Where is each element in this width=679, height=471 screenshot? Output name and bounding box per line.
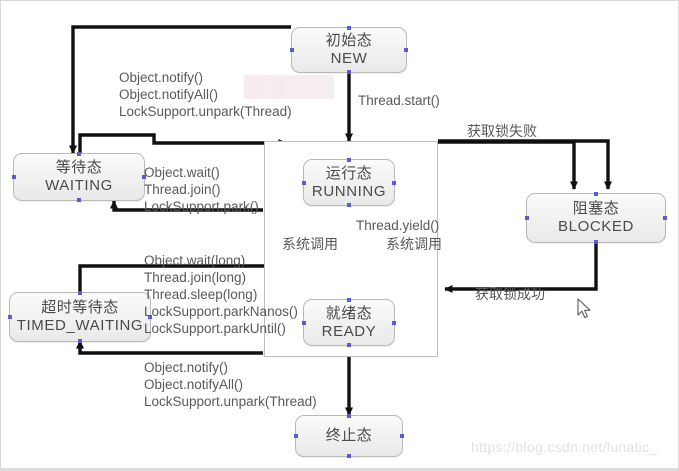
state-node-running[interactable]: 运行态 RUNNING: [302, 158, 396, 207]
state-node-ready[interactable]: 就绪态 READY: [302, 298, 396, 347]
label-wait-group: Object.wait() Thread.join() LockSupport.…: [144, 164, 259, 215]
handle-bottom[interactable]: [77, 198, 81, 202]
label-timed-wait-line-2: Thread.join(long): [144, 270, 247, 285]
state-node-running-cn: 运行态: [325, 164, 373, 182]
label-notify-line-3: LockSupport.unpark(Thread): [119, 104, 292, 119]
handle-bottom[interactable]: [347, 454, 351, 458]
handle-left[interactable]: [12, 175, 16, 179]
label-timed-wait-line-1: Object.wait(long): [144, 253, 246, 268]
label-notify-line-2: Object.notifyAll(): [119, 87, 219, 102]
label-notify-line-1: Object.notify(): [119, 70, 204, 85]
mouse-cursor: [577, 298, 591, 319]
label-notify-bottom-line-1: Object.notify(): [144, 360, 229, 375]
handle-top[interactable]: [347, 414, 351, 418]
state-node-timed-waiting[interactable]: 超时等待态 TIMED_WAITING: [8, 291, 152, 343]
handle-top[interactable]: [77, 152, 81, 156]
handle-bottom[interactable]: [594, 240, 598, 244]
label-thread-yield: Thread.yield(): [356, 218, 440, 233]
state-node-terminated[interactable]: 终止态: [294, 414, 404, 458]
arrow-lock-fail: [438, 140, 579, 190]
handle-top[interactable]: [594, 192, 598, 196]
label-lock-success: 获取锁成功: [475, 286, 545, 302]
label-wait-line-1: Object.wait(): [144, 165, 220, 180]
handle-right[interactable]: [404, 48, 408, 52]
arrow-notify-to-waiting-rail: [68, 25, 291, 154]
handle-left[interactable]: [290, 48, 294, 52]
state-node-blocked-cn: 阻塞态: [572, 200, 620, 218]
state-node-blocked-en: BLOCKED: [558, 218, 634, 235]
arrow-timed-waiting-to-running: [78, 261, 287, 301]
label-notify-bottom-line-3: LockSupport.unpark(Thread): [144, 394, 317, 409]
state-node-new-cn: 初始态: [325, 32, 373, 50]
handle-top[interactable]: [347, 26, 351, 30]
handle-right[interactable]: [400, 434, 404, 438]
arrow-running-to-blocked-right: [438, 139, 613, 190]
label-timed-wait-line-5: LockSupport.parkUntil(): [144, 321, 286, 336]
label-thread-start: Thread.start(): [358, 93, 440, 108]
state-node-waiting[interactable]: 等待态 WAITING: [12, 152, 146, 202]
handle-right[interactable]: [663, 216, 667, 220]
handle-right[interactable]: [142, 175, 146, 179]
watermark-text: https://blog.csdn.net/lunatic_: [471, 439, 658, 455]
arrow-running-to-timed-waiting: [75, 340, 263, 355]
handle-top[interactable]: [347, 298, 351, 302]
label-syscall-left: 系统调用: [282, 236, 338, 252]
state-node-timed-waiting-en: TIMED_WAITING: [16, 317, 144, 334]
label-notify-group-top: Object.notify() Object.notifyAll() LockS…: [119, 69, 292, 120]
handle-right[interactable]: [392, 180, 396, 185]
arrow-lock-success: [444, 243, 598, 294]
label-syscall-right: 系统调用: [386, 236, 442, 252]
handle-top[interactable]: [78, 291, 82, 295]
arrow-running-to-waiting: [109, 200, 263, 212]
state-node-new-en: NEW: [330, 50, 368, 67]
label-notify-group-bottom: Object.notify() Object.notifyAll() LockS…: [144, 359, 317, 410]
handle-bottom[interactable]: [347, 343, 351, 347]
state-node-new[interactable]: 初始态 NEW: [290, 26, 408, 74]
handle-left[interactable]: [302, 180, 306, 185]
handle-left[interactable]: [302, 320, 306, 325]
state-node-blocked[interactable]: 阻塞态 BLOCKED: [525, 192, 667, 244]
handle-left[interactable]: [294, 434, 298, 438]
handle-top[interactable]: [347, 158, 351, 162]
handle-right[interactable]: [392, 320, 396, 325]
state-node-ready-en: READY: [321, 322, 377, 340]
label-timed-wait-line-4: LockSupport.parkNanos(): [144, 304, 298, 319]
label-lock-fail: 获取锁失败: [467, 123, 537, 139]
handle-bottom[interactable]: [347, 70, 351, 74]
label-timed-wait-group: Object.wait(long) Thread.join(long) Thre…: [144, 252, 298, 337]
handle-bottom[interactable]: [347, 203, 351, 207]
handle-bottom[interactable]: [78, 339, 82, 343]
label-timed-wait-line-3: Thread.sleep(long): [144, 287, 258, 302]
state-node-timed-waiting-cn: 超时等待态: [41, 299, 119, 317]
handle-left[interactable]: [525, 216, 529, 220]
label-wait-line-3: LockSupport.park(): [144, 199, 259, 214]
handle-left[interactable]: [8, 315, 12, 319]
handle-right[interactable]: [148, 315, 152, 319]
state-node-waiting-cn: 等待态: [55, 159, 103, 177]
state-node-terminated-cn: 终止态: [325, 427, 373, 445]
arrow-waiting-to-running: [78, 133, 287, 153]
label-notify-bottom-line-2: Object.notifyAll(): [144, 377, 244, 392]
state-node-running-en: RUNNING: [311, 182, 387, 200]
label-wait-line-2: Thread.join(): [144, 182, 221, 197]
state-node-ready-cn: 就绪态: [325, 304, 373, 322]
redaction-smudge: [244, 75, 334, 99]
state-node-waiting-en: WAITING: [45, 177, 113, 194]
